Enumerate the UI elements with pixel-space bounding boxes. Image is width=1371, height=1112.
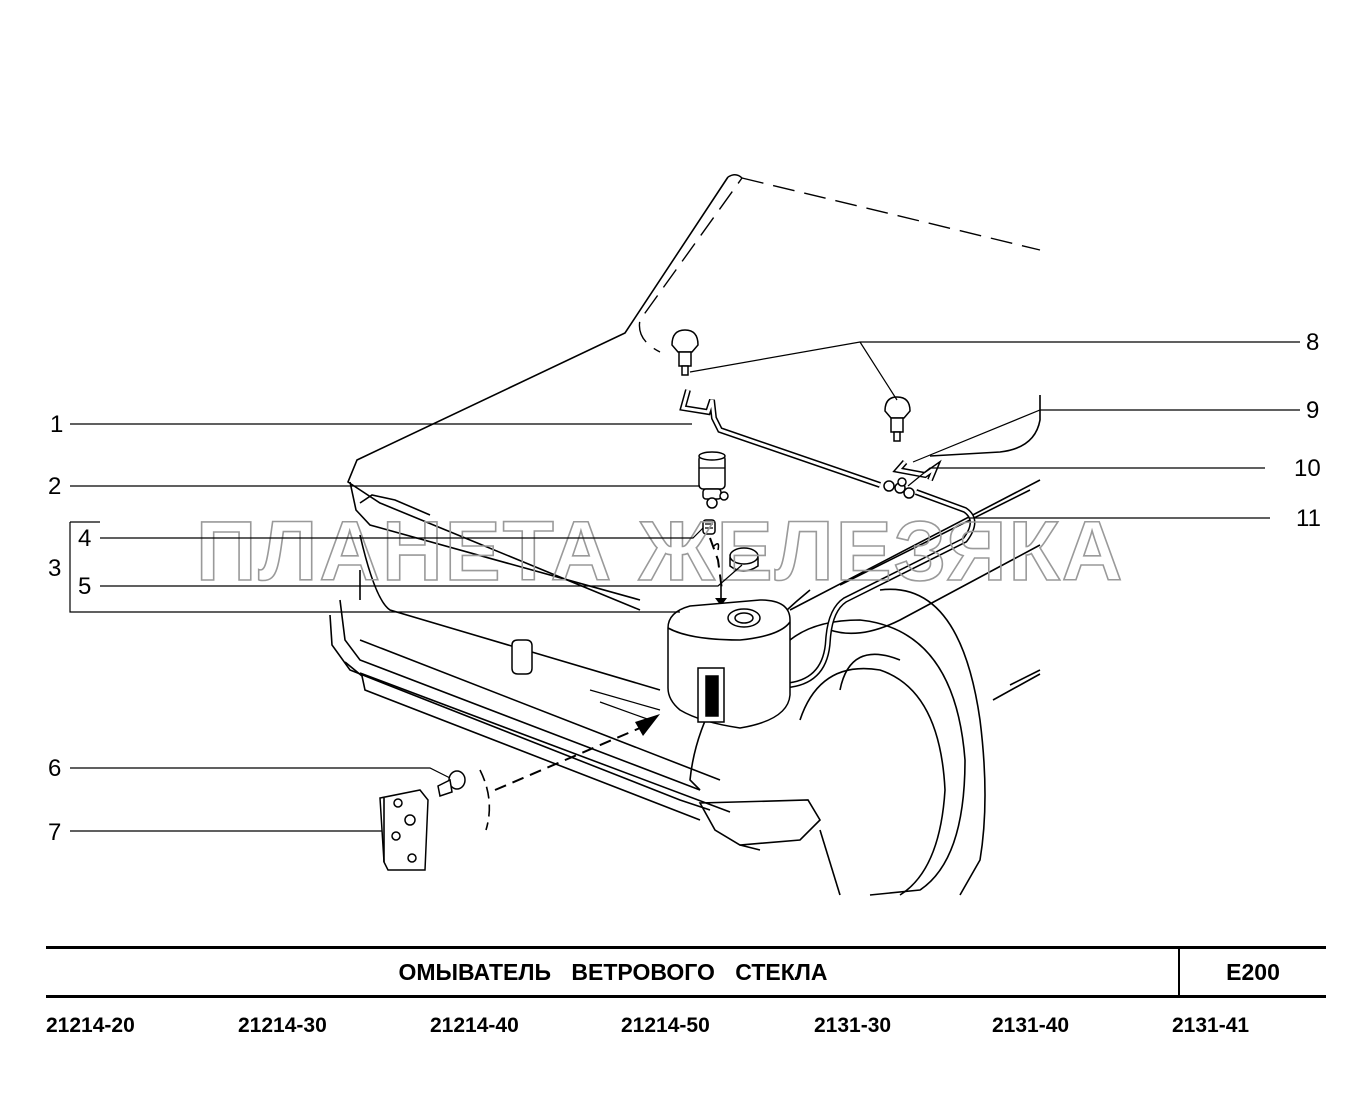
diagram-title: ОМЫВАТЕЛЬ ВЕТРОВОГО СТЕКЛА xyxy=(398,959,828,985)
callout-1: 1 xyxy=(50,411,63,438)
reservoir-cap xyxy=(729,547,759,572)
screw xyxy=(437,770,466,797)
model-item: 21214-30 xyxy=(238,1014,327,1037)
washer-reservoir xyxy=(667,599,791,729)
tee-connector xyxy=(883,477,915,499)
callout-6: 6 xyxy=(48,755,61,782)
diagram-code: Е200 xyxy=(1226,959,1280,985)
washer-nozzle-lower xyxy=(884,396,911,442)
callout-5: 5 xyxy=(78,573,91,600)
model-list: 21214-20 21214-30 21214-40 21214-50 2131… xyxy=(46,1014,1336,1044)
watermark: ПЛАНЕТА ЖЕЛЕЗЯКА xyxy=(196,504,1124,598)
washer-pump xyxy=(698,451,729,509)
callout-11: 11 xyxy=(1296,505,1321,532)
model-item: 21214-50 xyxy=(621,1014,710,1037)
callout-2: 2 xyxy=(48,473,61,500)
callout-3: 3 xyxy=(48,555,61,582)
model-item: 21214-20 xyxy=(46,1014,135,1037)
mounting-bracket xyxy=(379,789,429,871)
callouts: 1 2 3 4 5 6 7 8 9 10 11 xyxy=(48,329,1321,846)
filter xyxy=(702,519,716,535)
model-item: 2131-40 xyxy=(992,1014,1070,1037)
callout-7: 7 xyxy=(48,819,61,846)
model-item: 2131-30 xyxy=(814,1014,892,1037)
callout-4: 4 xyxy=(78,525,91,552)
callout-8: 8 xyxy=(1306,329,1319,356)
title-separator xyxy=(1178,949,1180,995)
washer-nozzle-upper xyxy=(671,329,699,376)
callout-9: 9 xyxy=(1306,397,1319,424)
model-item: 2131-41 xyxy=(1172,1014,1250,1037)
parts-diagram: ПЛАНЕТА ЖЕЛЕЗЯКА 1 2 3 4 5 6 7 8 9 10 11 xyxy=(48,174,1321,896)
leader-lines xyxy=(69,341,1300,832)
callout-10: 10 xyxy=(1294,455,1321,482)
model-item: 21214-40 xyxy=(430,1014,519,1037)
title-block: ОМЫВАТЕЛЬ ВЕТРОВОГО СТЕКЛА Е200 xyxy=(46,946,1326,998)
